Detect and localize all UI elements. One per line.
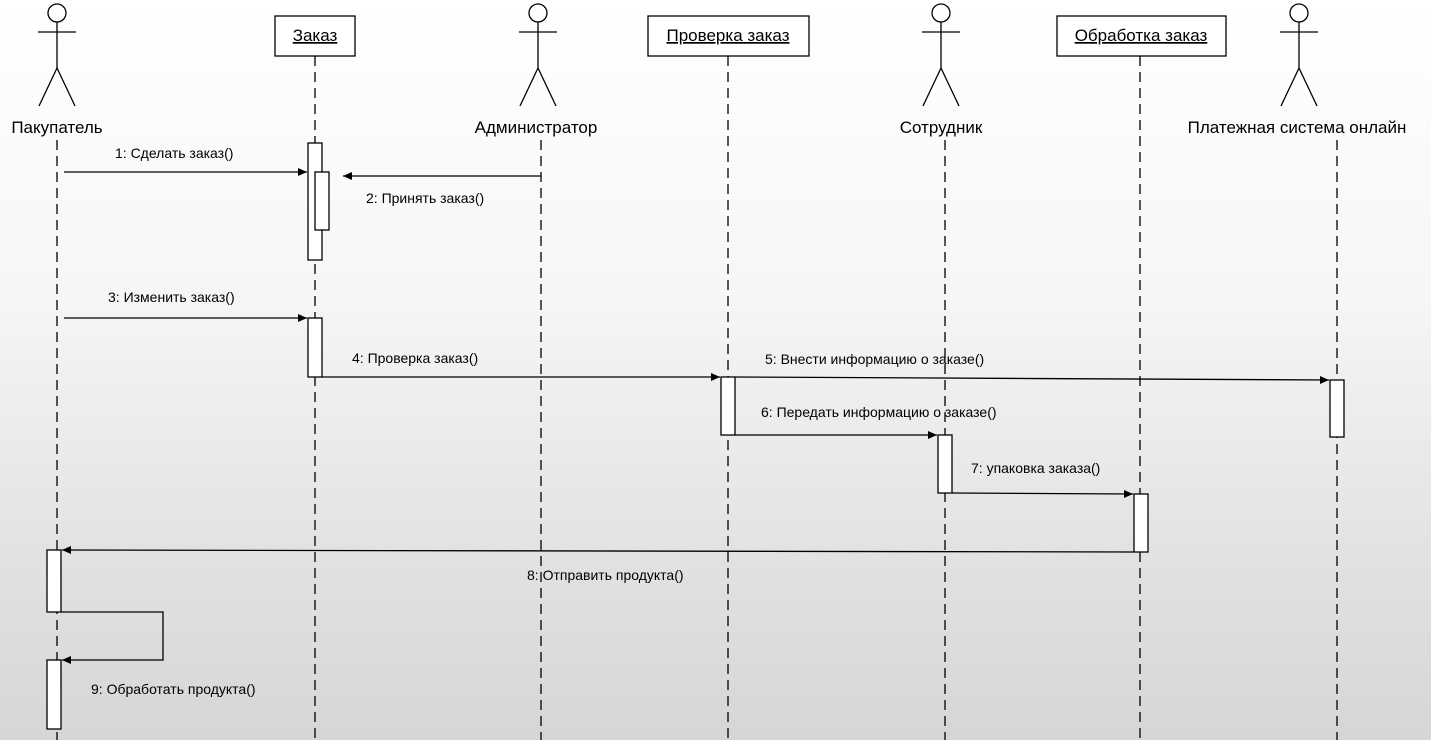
message-8-arrow	[61, 546, 1135, 555]
object-processing-box	[1056, 15, 1227, 57]
message-7-arrow	[951, 489, 1134, 498]
message-6-label: 6: Передать информацию о заказе()	[761, 404, 997, 420]
activation-order-3	[307, 317, 323, 378]
actor-employee-icon	[922, 3, 960, 107]
message-5-arrow	[734, 375, 1330, 384]
object-order-name: Заказ	[293, 26, 338, 45]
activation-employee	[937, 434, 953, 494]
activation-order-2	[314, 171, 330, 231]
message-9-label: 9: Обработать продукта()	[91, 681, 256, 697]
object-check-name: Проверка заказ	[667, 26, 790, 45]
actor-employee-name: Сотрудник	[900, 118, 983, 137]
actor-admin-name: Администратор	[475, 118, 598, 137]
message-8-label: 8: Отправить продукта()	[527, 567, 684, 583]
activation-customer-1	[46, 549, 62, 613]
actor-admin-icon	[519, 3, 557, 107]
message-5-label: 5: Внести информацию о заказе()	[765, 351, 984, 367]
activation-payment	[1329, 379, 1345, 438]
actor-customer-name: Пакупатель	[11, 118, 102, 137]
actor-payment-name: Платежная система онлайн	[1188, 118, 1407, 137]
message-4-label: 4: Проверка заказ()	[352, 350, 478, 366]
object-processing-name: Обработка заказ	[1075, 26, 1208, 45]
activation-processing	[1133, 493, 1149, 553]
activation-customer-2	[46, 659, 62, 730]
message-2-label: 2: Принять заказ()	[366, 190, 484, 206]
object-order-box	[274, 15, 356, 57]
message-3-label: 3: Изменить заказ()	[108, 289, 235, 305]
message-7-label: 7: упаковка заказа()	[971, 460, 1100, 476]
activation-check	[720, 376, 736, 436]
actor-customer-icon	[38, 3, 76, 107]
actor-payment-icon	[1280, 3, 1318, 107]
message-9-arrow	[61, 611, 164, 664]
message-1-label: 1: Сделать заказ()	[115, 145, 233, 161]
object-check-box	[647, 15, 810, 57]
